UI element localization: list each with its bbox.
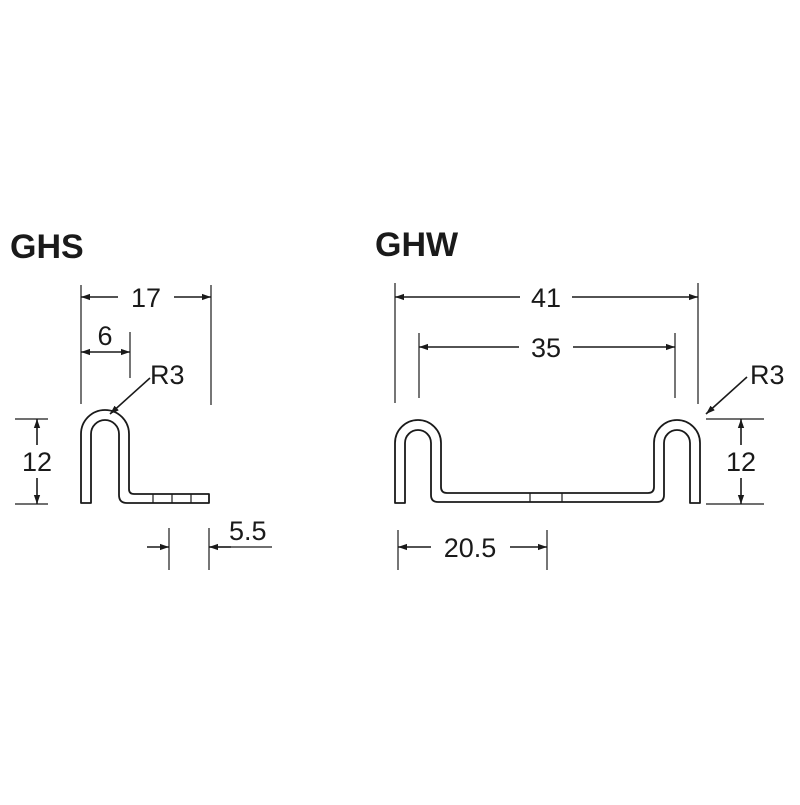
ghs-radius-leader xyxy=(109,377,151,415)
ghw-dim-height: 12 xyxy=(726,447,756,477)
ghw-dim-inner: 35 xyxy=(531,333,561,363)
ghs-title: GHS xyxy=(10,228,84,266)
ghs-dim-hook: 6 xyxy=(97,321,112,351)
ghs-dim-radius: R3 xyxy=(150,360,185,390)
ghw-radius-leader xyxy=(705,376,748,415)
ghs-dim-flange: 5.5 xyxy=(229,516,267,546)
ghw-dim-half: 20.5 xyxy=(444,533,497,563)
ghs-dim-width: 17 xyxy=(131,283,161,313)
ghs-clip-profile xyxy=(80,409,210,504)
ghs-drawing: GHS 17 6 R3 12 5.5 xyxy=(10,228,272,570)
ghs-dim-height: 12 xyxy=(22,447,52,477)
ghw-drawing: GHW 41 35 R3 12 20.5 xyxy=(375,226,785,570)
ghw-dim-radius: R3 xyxy=(750,360,785,390)
ghw-dim-outer: 41 xyxy=(531,283,561,313)
ghw-title: GHW xyxy=(375,226,459,264)
ghw-clip-profile xyxy=(394,419,701,504)
